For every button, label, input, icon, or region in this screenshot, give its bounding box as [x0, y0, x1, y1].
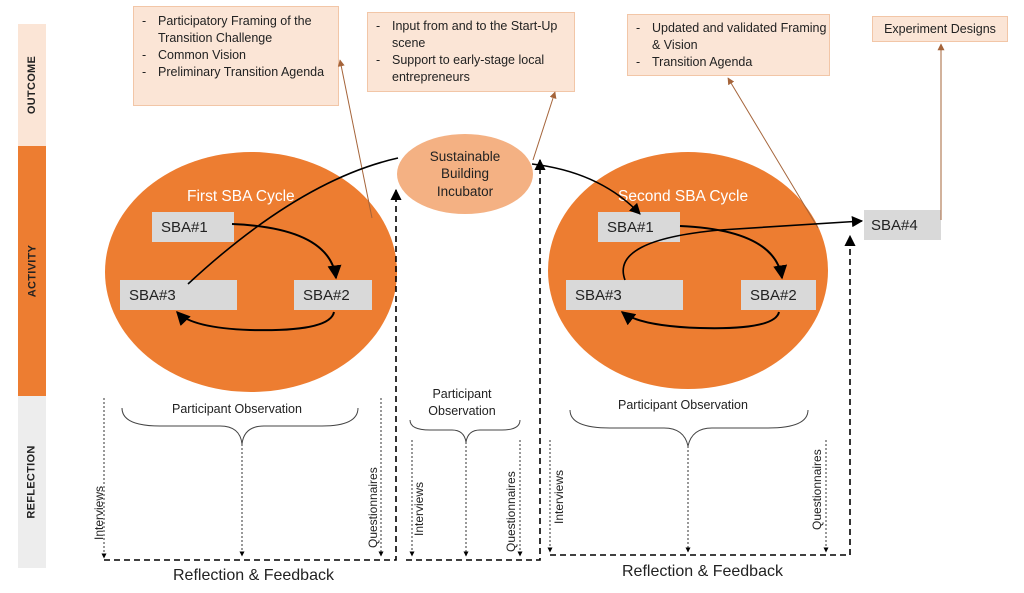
- interviews-label-2: Interviews: [412, 481, 426, 536]
- cycle2-arrow-1-to-2: [679, 225, 788, 280]
- feedback-dashed-lines: [104, 158, 856, 561]
- participant-observation-label-2: Participant Observation: [428, 387, 496, 418]
- cycle2-to-sba4: [622, 216, 864, 281]
- phase-outcome: OUTCOME: [18, 24, 46, 146]
- outcome-item: Preliminary Transition Agenda: [134, 64, 338, 81]
- phase-reflection: REFLECTION: [18, 396, 46, 568]
- outcome-item: Common Vision: [134, 47, 338, 64]
- outcome-item: Participatory Framing of the Transition …: [134, 13, 338, 47]
- incubator-to-cycle2: [531, 163, 641, 215]
- second-cycle-sba1: SBA#1: [598, 212, 680, 242]
- outcome-box-second-cycle: Updated and validated Framing & Vision T…: [627, 14, 830, 76]
- first-sba-cycle-circle: [105, 152, 397, 392]
- brace-observation-3: [569, 409, 809, 447]
- outcome-box-incubator: Input from and to the Start-Up scene Sup…: [367, 12, 575, 92]
- second-cycle-title: Second SBA Cycle: [618, 188, 749, 205]
- incubator-label: Sustainable Building Incubator: [429, 148, 501, 199]
- outcome-box-first-cycle: Participatory Framing of the Transition …: [133, 6, 339, 106]
- outcome-item: Input from and to the Start-Up scene: [368, 18, 574, 52]
- first-cycle-sba3: SBA#3: [120, 280, 237, 310]
- outcome-arrow-incubator: [532, 91, 557, 161]
- reflection-feedback-label-1: Reflection & Feedback: [173, 567, 334, 584]
- outcome-final-label: Experiment Designs: [884, 21, 996, 36]
- first-cycle-sba1: SBA#1: [152, 212, 234, 242]
- cycle1-arrow-1-to-2: [231, 223, 342, 280]
- reflection-feedback-label-2: Reflection & Feedback: [622, 563, 783, 580]
- second-cycle-sba2: SBA#2: [741, 280, 816, 310]
- phase-activity: ACTIVITY: [18, 146, 46, 396]
- dotted-arrows: [101, 398, 829, 559]
- first-cycle-title: First SBA Cycle: [187, 188, 295, 205]
- second-cycle-sba3: SBA#3: [566, 280, 683, 310]
- first-cycle-sba2: SBA#2: [294, 280, 372, 310]
- outcome-item: Updated and validated Framing & Vision: [628, 20, 829, 54]
- cycle1-arrow-2-to-3: [176, 310, 335, 332]
- interviews-label-3: Interviews: [552, 469, 566, 524]
- outcome-arrow-second-cycle: [727, 77, 819, 229]
- interviews-label-1: Interviews: [92, 485, 106, 540]
- cycle2-arrow-2-to-3: [620, 311, 780, 330]
- outcome-arrow-first-cycle: [337, 59, 373, 219]
- questionnaires-label-1: Questionnaires: [366, 467, 380, 548]
- participant-observation-label-1: Participant Observation: [172, 402, 302, 416]
- outcome-box-experiment-designs: Experiment Designs: [872, 16, 1008, 42]
- participant-observation-label-3: Participant Observation: [618, 398, 748, 412]
- cycle1-to-incubator: [187, 157, 399, 285]
- brace-observation-2: [409, 419, 521, 443]
- sustainable-building-incubator: Sustainable Building Incubator: [397, 134, 533, 214]
- outcome-item: Support to early-stage local entrepreneu…: [368, 52, 574, 86]
- outcome-item: Transition Agenda: [628, 54, 829, 71]
- sba4-box: SBA#4: [864, 210, 941, 240]
- questionnaires-label-2: Questionnaires: [504, 471, 518, 552]
- questionnaires-label-3: Questionnaires: [810, 449, 824, 530]
